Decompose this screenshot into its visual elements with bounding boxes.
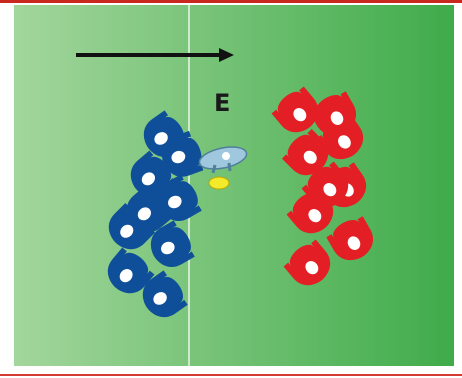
red-player-icon	[281, 128, 329, 176]
neutral-player-center	[222, 152, 230, 160]
red-player-center	[330, 111, 344, 125]
red-player-icon	[309, 91, 357, 136]
blue-player-icon	[157, 174, 202, 222]
arrow-right-icon	[76, 48, 234, 62]
blue-player-center	[137, 207, 152, 221]
blue-player-icon	[142, 270, 188, 318]
red-player-center	[308, 208, 322, 223]
red-player-center	[303, 150, 317, 164]
red-player-center	[293, 107, 307, 122]
red-player-center	[338, 135, 351, 149]
red-player-icon	[301, 161, 349, 208]
blue-player-icon	[126, 185, 173, 233]
blue-player-center	[141, 172, 156, 186]
pitch-surface	[14, 5, 454, 366]
red-team	[271, 86, 374, 286]
blue-player-center	[161, 241, 175, 255]
pitch-canvas: E	[14, 5, 454, 366]
red-player-center	[305, 260, 319, 275]
blue-player-center	[168, 195, 182, 209]
blue-team	[107, 110, 204, 318]
ball-icon	[208, 176, 230, 190]
red-player-icon	[271, 86, 319, 133]
red-player-icon	[283, 239, 331, 286]
bottom-border	[0, 374, 462, 376]
red-player-center	[323, 182, 337, 197]
red-player-center	[347, 236, 361, 250]
blue-player-icon	[107, 247, 155, 294]
top-border	[0, 0, 462, 3]
blue-player-center	[154, 132, 168, 145]
blue-player-center	[171, 150, 186, 164]
blue-player-icon	[108, 202, 156, 250]
blue-player-center	[153, 292, 167, 305]
blue-player-icon	[162, 130, 204, 177]
neutral-player-icon	[198, 146, 248, 174]
blue-player-center	[119, 268, 133, 283]
red-player-icon	[326, 216, 374, 261]
pitch: E	[14, 5, 454, 366]
label-e: E	[214, 89, 230, 117]
blue-player-center	[120, 224, 134, 238]
blue-player-icon	[150, 220, 195, 268]
